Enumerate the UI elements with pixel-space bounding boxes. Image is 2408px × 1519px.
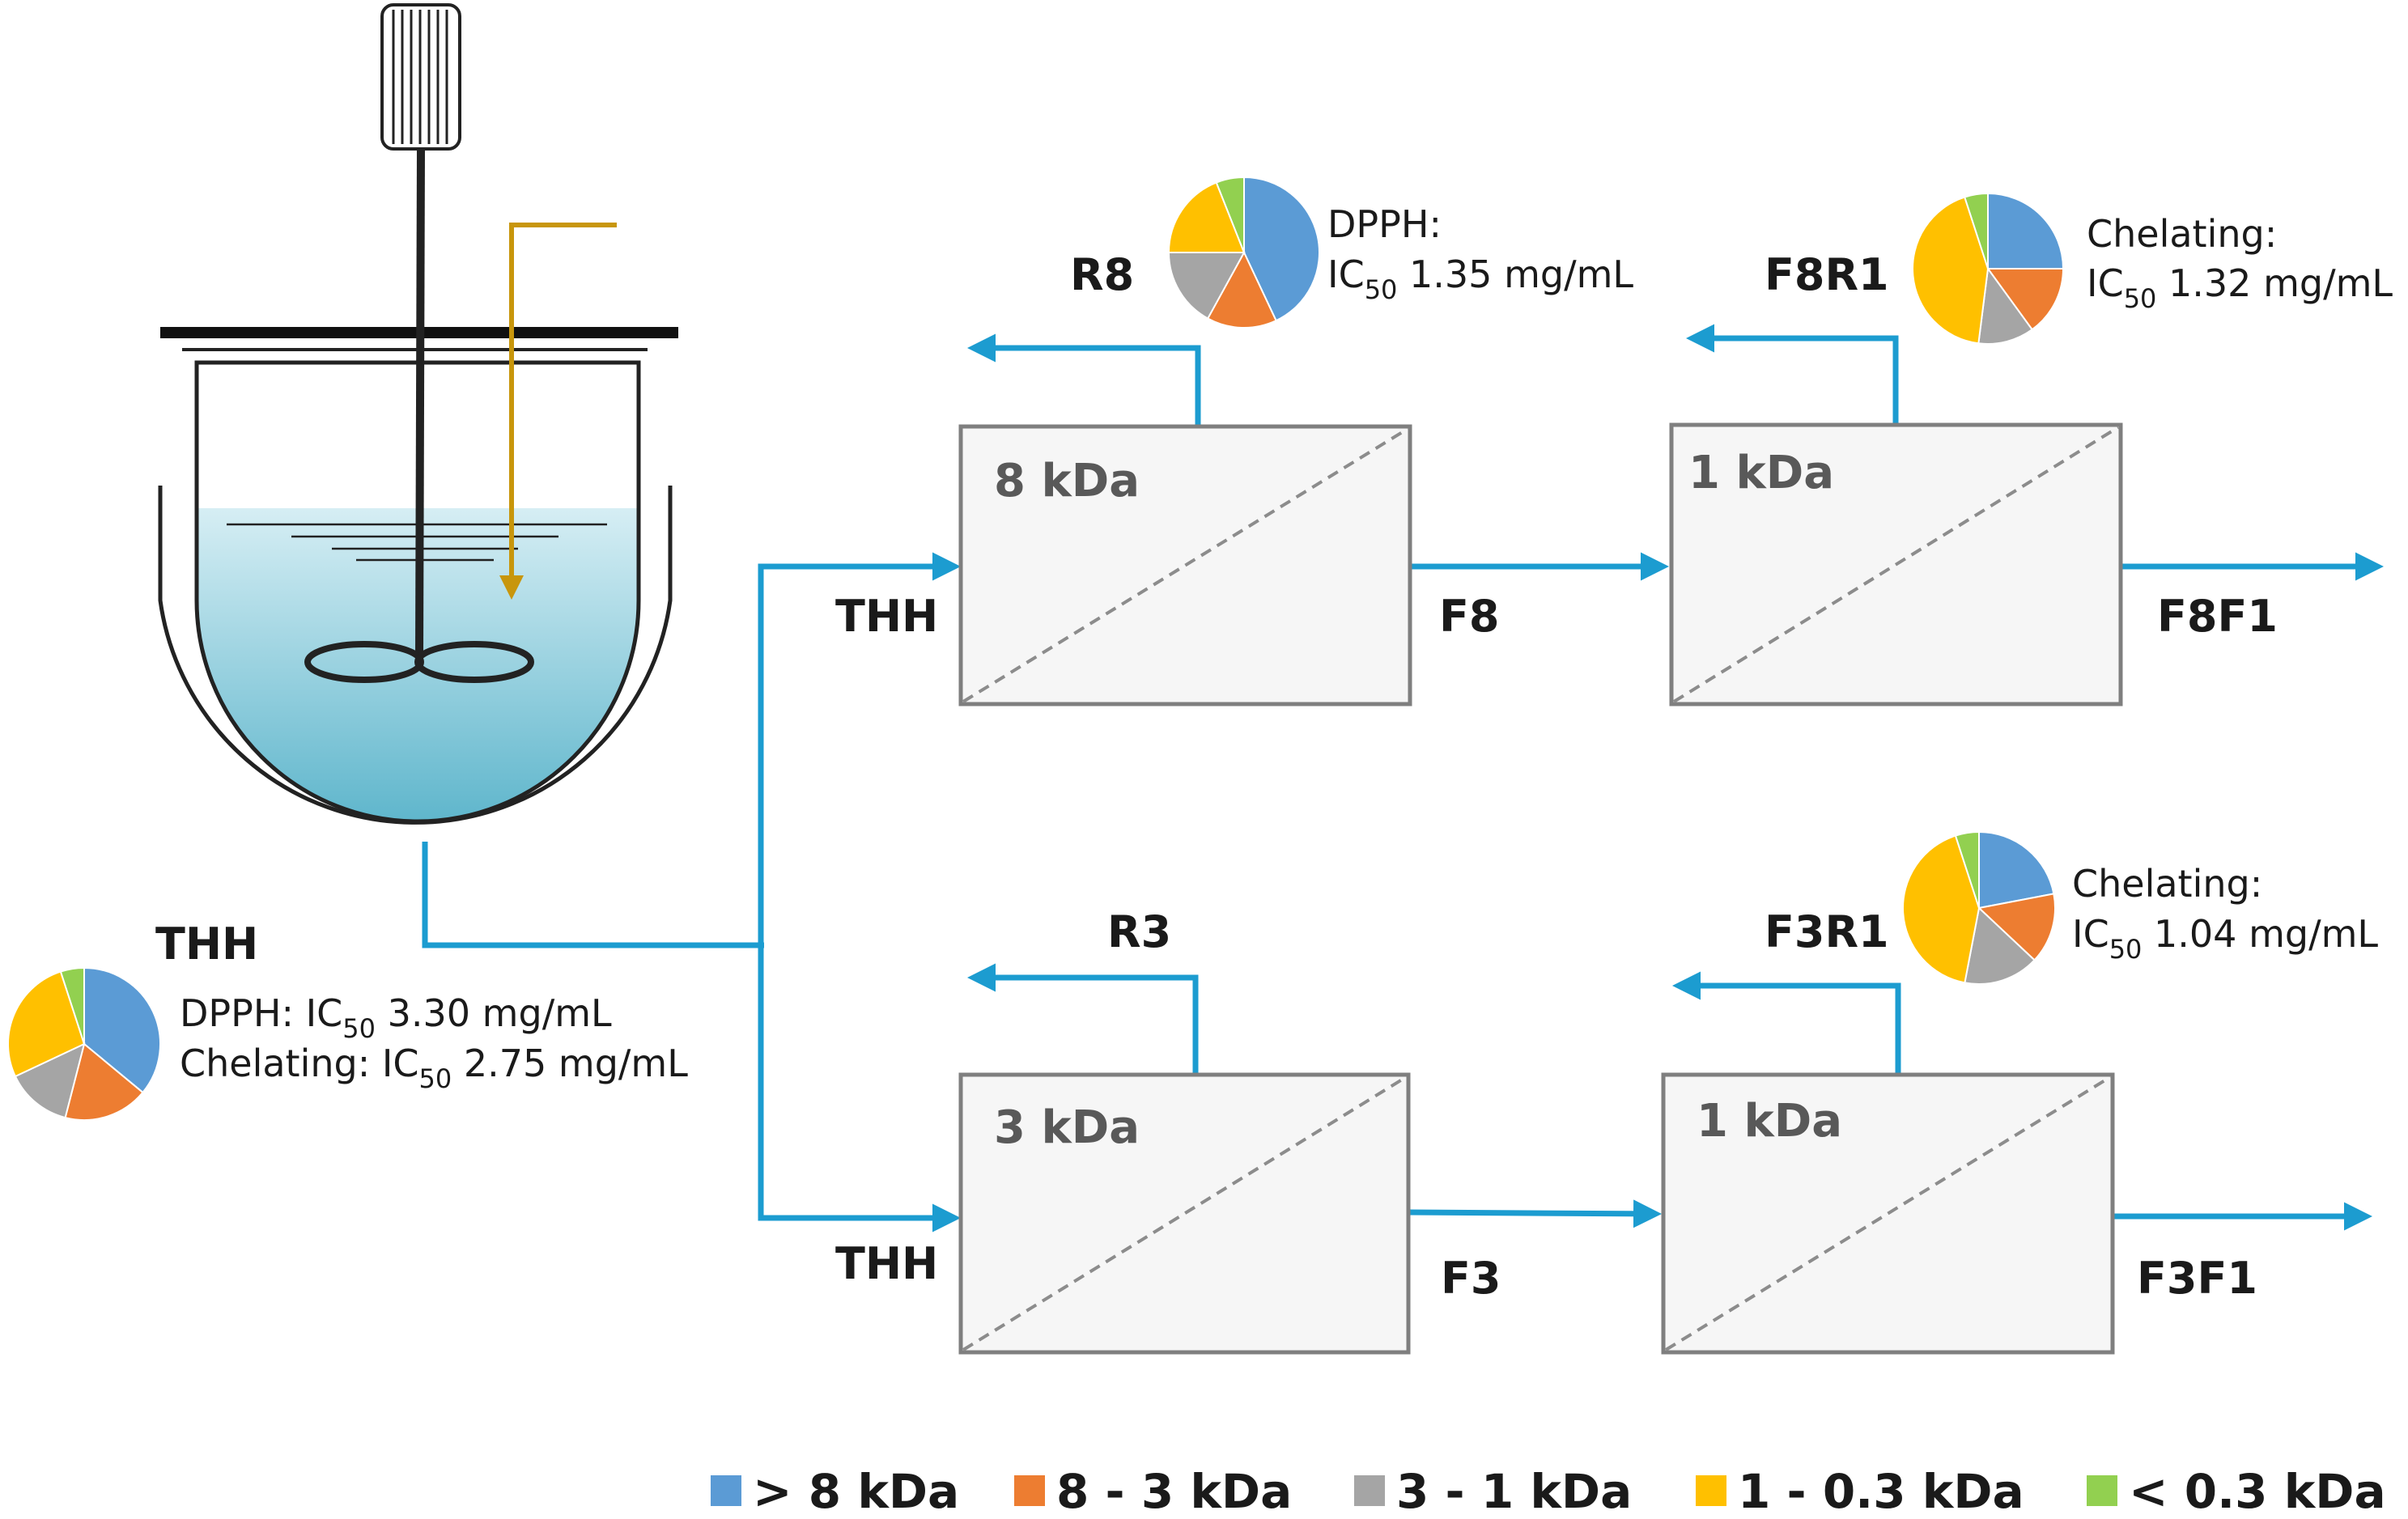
legend-label-c1_03: 1 - 0.3 kDa [1738, 1464, 2024, 1519]
note-value: 1.04 mg/mL [2142, 912, 2378, 956]
pie-slice-c1_03 [1912, 196, 1990, 345]
svg-text:IC50 1.32 mg/mL: IC50 1.32 mg/mL [2087, 261, 2393, 314]
reactor [158, 3, 678, 825]
flow-thh-top [758, 552, 961, 1214]
impeller-icon [304, 641, 534, 683]
membrane-cutoff-label: 1 kDa [1688, 447, 1834, 499]
stream-label-f8r1: F8R1 [1765, 249, 1889, 300]
pie-slice-c8_3 [64, 1042, 144, 1121]
legend-swatch-c8_3 [1014, 1475, 1045, 1506]
svg-text:IC50 1.04 mg/mL: IC50 1.04 mg/mL [2072, 912, 2378, 965]
membrane-cutoff-label: 3 kDa [994, 1101, 1140, 1154]
note-chelating-value: 2.75 mg/mL [452, 1042, 688, 1085]
pie-slice-lt03 [59, 966, 85, 1045]
legend-swatch-gt8 [711, 1475, 741, 1506]
svg-text:Chelating: IC50 2.75 mg/mL: Chelating: IC50 2.75 mg/mL [180, 1042, 688, 1094]
note-title: Chelating: [2072, 862, 2262, 906]
pie-slice-gt8 [1243, 176, 1320, 322]
pie-slice-gt8 [1987, 192, 2065, 269]
note-title: Chelating: [2087, 212, 2277, 256]
stream-label-thh-top: THH [835, 591, 938, 642]
legend-swatch-c1_03 [1696, 1475, 1726, 1506]
note-prefix: IC [2087, 261, 2124, 305]
stirrer-shaft [415, 148, 425, 658]
note-subscript: 50 [2124, 283, 2157, 314]
pie-r8 [1167, 176, 1320, 329]
note-chelating-prefix: Chelating: IC [180, 1042, 419, 1085]
stream-label-f8f1: F8F1 [2157, 591, 2278, 642]
flow-f8r1 [1686, 324, 1899, 425]
legend-label-c8_3: 8 - 3 kDa [1056, 1464, 1292, 1519]
membrane-3kda: 3 kDa [958, 1072, 1411, 1355]
pie-slice-c1_03 [7, 970, 86, 1078]
reactor-label: THH [155, 919, 258, 970]
flow-r8 [967, 333, 1201, 429]
note-title: DPPH: [1327, 202, 1442, 246]
f8r1-activity-note: Chelating: IC50 1.32 mg/mL [2087, 212, 2393, 314]
pie-thh [7, 966, 161, 1121]
legend-swatch-lt03 [2087, 1475, 2117, 1506]
stream-label-thh-bottom: THH [835, 1238, 938, 1289]
note-value: 1.35 mg/mL [1397, 252, 1633, 296]
pie-slice-gt8 [1978, 830, 2055, 910]
reactor-vessel [194, 360, 641, 824]
pie-f3r1 [1902, 830, 2056, 985]
membrane-1kda-top: 1 kDa [1669, 422, 2123, 706]
legend-label-lt03: < 0.3 kDa [2129, 1464, 2386, 1519]
pie-slice-c8_3 [1206, 250, 1277, 329]
stream-label-r3: R3 [1107, 906, 1171, 957]
membrane-cutoff-label: 1 kDa [1697, 1095, 1842, 1148]
legend-swatch-c3_1 [1354, 1475, 1385, 1506]
note-subscript: 50 [419, 1063, 452, 1094]
legend: > 8 kDa 8 - 3 kDa 3 - 1 kDa 1 - 0.3 kDa < 0.… [711, 1464, 2386, 1519]
note-subscript: 50 [2109, 934, 2143, 965]
thh-activity-note: DPPH: IC50 3.30 mg/mL Chelating: IC50 2.… [180, 991, 688, 1094]
note-subscript: 50 [342, 1013, 376, 1044]
feed-line [499, 223, 617, 600]
pie-f8r1 [1912, 192, 2065, 345]
pie-slice-lt03 [1215, 176, 1245, 253]
membrane-cutoff-label: 8 kDa [994, 455, 1140, 507]
note-dpph-prefix: DPPH: IC [180, 991, 342, 1035]
stream-label-f3f1: F3F1 [2137, 1253, 2257, 1304]
pie-slice-c3_1 [1977, 266, 2034, 345]
flow-lines [422, 324, 2384, 1233]
pie-slice-c3_1 [1964, 906, 2036, 985]
stream-label-f3: F3 [1441, 1253, 1501, 1304]
stream-label-r8: R8 [1070, 249, 1134, 300]
svg-text:IC50 1.35 mg/mL: IC50 1.35 mg/mL [1327, 252, 1633, 305]
legend-label-c3_1: 3 - 1 kDa [1396, 1464, 1632, 1519]
pie-slice-lt03 [1954, 830, 1980, 909]
membrane-8kda: 8 kDa [958, 424, 1412, 706]
pie-slice-gt8 [83, 966, 161, 1094]
membrane-1kda-bottom: 1 kDa [1661, 1072, 2115, 1355]
flow-r3 [967, 963, 1199, 1075]
pie-slice-c1_03 [1167, 181, 1246, 253]
pie-slice-c1_03 [1902, 834, 1981, 984]
pie-slice-c8_3 [1977, 893, 2056, 961]
legend-label-gt8: > 8 kDa [753, 1464, 959, 1519]
stream-label-f8: F8 [1439, 591, 1499, 642]
note-value: 1.32 mg/mL [2156, 261, 2393, 305]
flow-thh-bottom [758, 945, 961, 1233]
pie-slice-c3_1 [1167, 252, 1246, 320]
pie-slice-c8_3 [1986, 268, 2065, 331]
pie-slice-c3_1 [14, 1042, 86, 1119]
pie-slice-lt03 [1963, 192, 1989, 269]
stirrer-motor-icon [380, 3, 461, 151]
flow-reactor-outlet [422, 842, 764, 948]
f3r1-activity-note: Chelating: IC50 1.04 mg/mL [2072, 862, 2378, 965]
svg-text:DPPH: IC50 3.30 mg/mL: DPPH: IC50 3.30 mg/mL [180, 991, 612, 1044]
stream-label-f3r1: F3R1 [1765, 906, 1889, 957]
note-subscript: 50 [1365, 274, 1398, 305]
flow-f3 [1408, 1199, 1662, 1228]
note-prefix: IC [2072, 912, 2109, 956]
r8-activity-note: DPPH: IC50 1.35 mg/mL [1327, 202, 1633, 305]
note-prefix: IC [1327, 252, 1365, 296]
note-dpph-value: 3.30 mg/mL [376, 991, 612, 1035]
flow-f3r1 [1672, 971, 1901, 1075]
